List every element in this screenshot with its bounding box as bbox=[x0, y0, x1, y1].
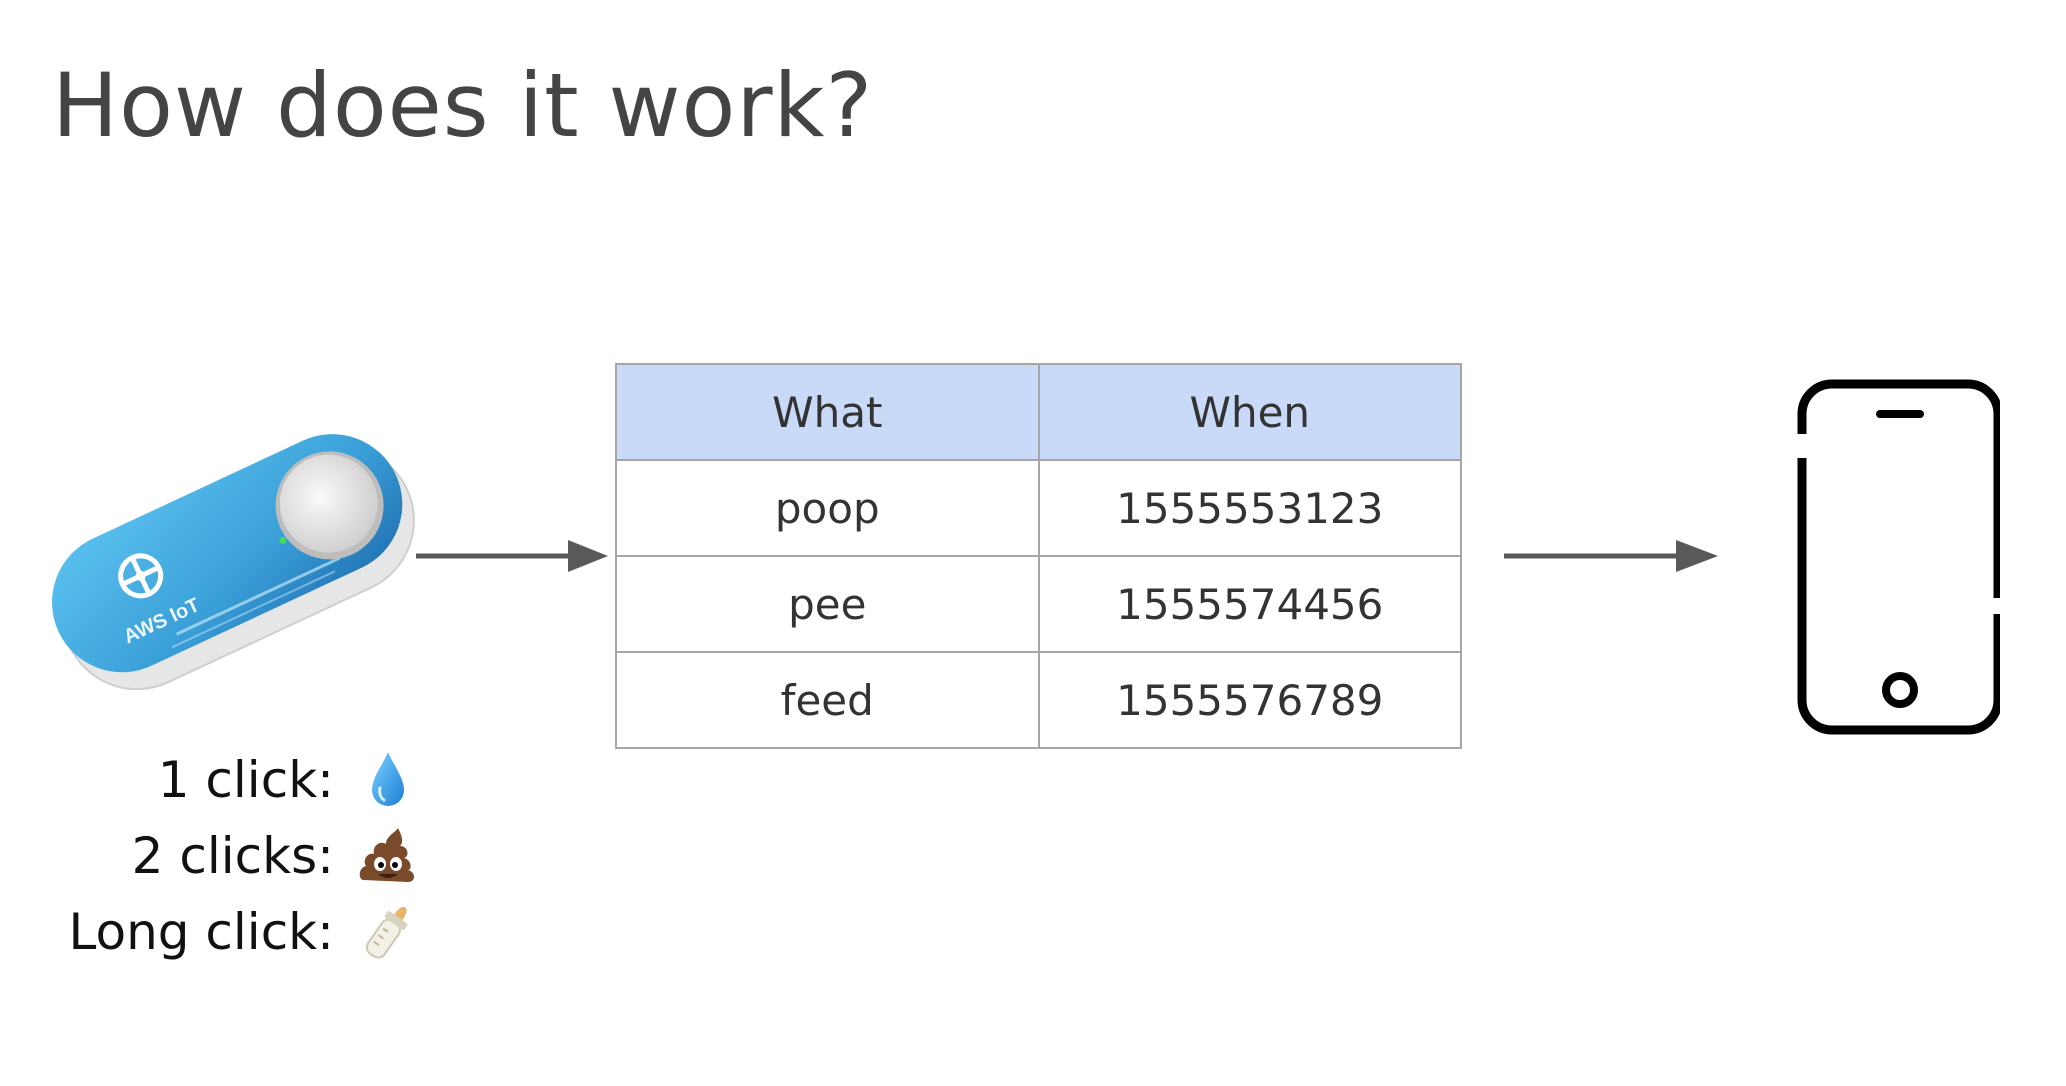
table-cell-what: poop bbox=[615, 459, 1040, 557]
arrow-table-to-phone bbox=[1504, 540, 1718, 572]
table-cell-when: 1555576789 bbox=[1037, 651, 1462, 749]
legend-item-long-click: Long click: bbox=[40, 894, 420, 970]
table-cell-when: 1555574456 bbox=[1037, 555, 1462, 653]
table-cell-what: pee bbox=[615, 555, 1040, 653]
legend-item-single-click: 1 click: bbox=[40, 742, 420, 818]
baby-bottle-icon bbox=[365, 906, 408, 959]
slide-title: How does it work? bbox=[52, 54, 874, 157]
smartphone-icon bbox=[1796, 379, 2000, 735]
arrow-device-to-table bbox=[416, 540, 608, 572]
column-header-what: What bbox=[615, 363, 1040, 461]
droplet-icon bbox=[372, 752, 404, 806]
column-header-when: When bbox=[1037, 363, 1462, 461]
event-log-table: What When poop 1555553123 pee 1555574456… bbox=[615, 363, 1462, 749]
table-cell-when: 1555553123 bbox=[1037, 459, 1462, 557]
table-row: feed 1555576789 bbox=[615, 651, 1462, 749]
table-row: poop 1555553123 bbox=[615, 459, 1462, 557]
legend-label: Long click: bbox=[68, 903, 334, 961]
table-row: pee 1555574456 bbox=[615, 555, 1462, 653]
table-cell-what: feed bbox=[615, 651, 1040, 749]
poop-icon bbox=[359, 828, 414, 882]
aws-iot-button-device: AWS IoT bbox=[52, 434, 415, 691]
legend-item-double-click: 2 clicks: bbox=[40, 818, 420, 894]
table-header-row: What When bbox=[615, 363, 1462, 461]
legend-label: 1 click: bbox=[157, 751, 334, 809]
click-legend: 1 click: 2 clicks: Long click: bbox=[40, 742, 420, 970]
legend-label: 2 clicks: bbox=[131, 827, 334, 885]
